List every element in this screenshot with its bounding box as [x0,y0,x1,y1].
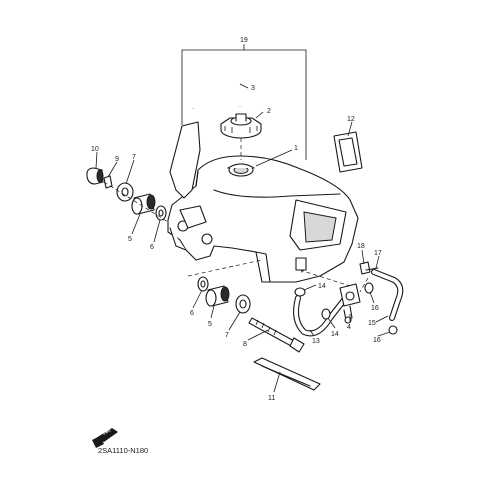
damper-5a [131,193,156,215]
callout-4: 4 [347,324,351,331]
callout-10: 10 [91,146,99,153]
leader-lines [95,83,391,393]
callout-17: 17 [374,250,382,257]
callout-7-lower: 7 [225,332,229,339]
long-bolt [248,317,305,353]
callout-9: 9 [115,156,119,163]
callout-5-upper: 5 [128,236,132,243]
clip-16b [388,325,398,335]
collar-7a [116,182,134,202]
callout-6-lower: 6 [190,310,194,317]
callout-5-lower: 5 [208,321,212,328]
callout-13: 13 [312,338,320,345]
callout-16-upper: 16 [371,305,379,312]
callout-19: 19 [240,37,248,44]
callout-8: 8 [243,341,247,348]
forward-direction-badge: FWD [92,428,118,448]
fwd-badge-text: FWD [102,428,111,436]
fuel-hose [293,295,347,337]
overflow-pipe-17 [371,269,404,321]
assembly-bracket-19 [181,44,307,160]
breather-hose [191,58,242,109]
mount-bolt-10 [86,167,104,185]
callout-12: 12 [347,116,355,123]
callout-2: 2 [267,108,271,115]
callout-11: 11 [268,395,275,402]
callout-15: 15 [368,320,376,327]
callout-1: 1 [294,145,298,152]
screw-18 [359,261,379,275]
fuel-cock [339,283,361,324]
callout-labels: 19 3 2 12 1 10 9 7 5 6 18 17 14 4 14 16 … [91,37,382,402]
callout-7-upper: 7 [132,154,136,161]
hose-clip-14a [294,287,306,297]
protector-pad [253,357,321,391]
clip-16a [364,282,374,294]
fuel-tank [167,155,359,283]
callout-14-upper: 14 [318,283,326,290]
callout-6-upper: 6 [150,244,154,251]
damper-5b [205,285,230,307]
callout-14-lower: 14 [331,331,339,338]
hose-clip-14b [321,308,331,320]
collar-7b [235,294,251,314]
callout-16-lower: 16 [373,337,381,344]
washer-6a [155,205,167,221]
drawing-code: 2SA1110-N180 [98,446,149,455]
washer-6b [197,276,209,292]
fuel-cap [220,113,262,139]
gasket-plate [333,131,363,173]
callout-18: 18 [357,243,365,250]
callout-3: 3 [251,85,255,92]
tank-side-panel [169,121,201,199]
